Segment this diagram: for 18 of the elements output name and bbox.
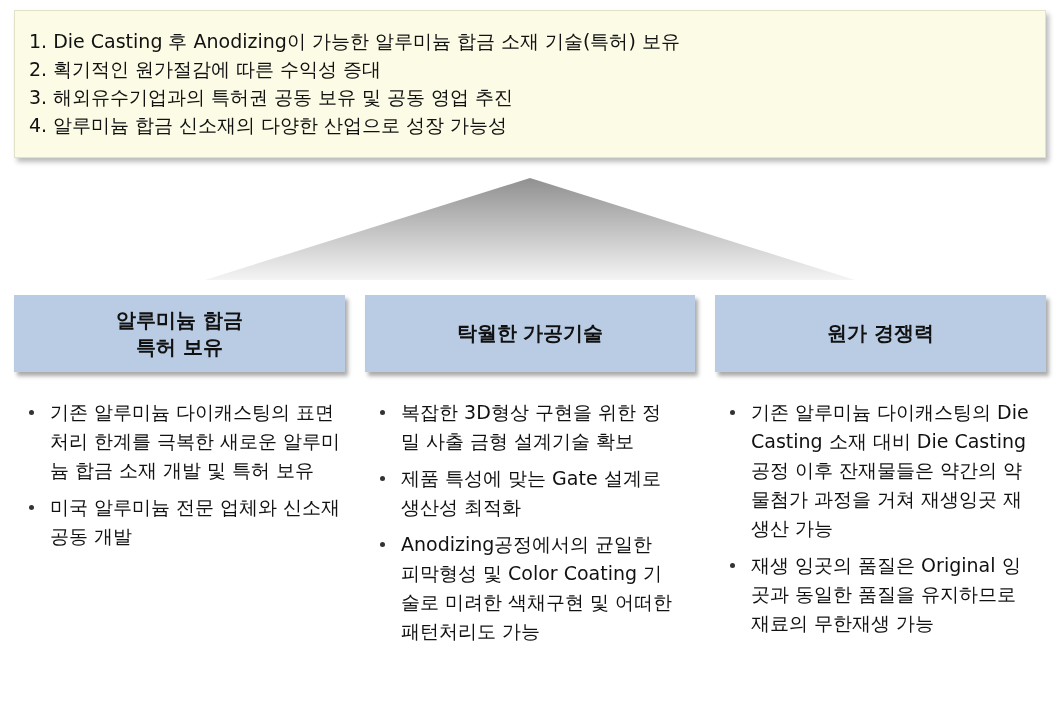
bullet-item: Anodizing공정에서의 균일한 피막형성 및 Color Coating 기술로 미려한 색채구현 및 어떠한 패턴처리도 가능 <box>375 530 675 646</box>
bullet-item: 재생 잉곳의 품질은 Original 잉곳과 동일한 품질을 유지하므로 재료의 무한재생 가능 <box>725 551 1035 638</box>
summary-line: 1. Die Casting 후 Anodizing이 가능한 알루미늄 합금 소재 기술(특허) 보유 <box>29 29 681 54</box>
bullet-item: 기존 알루미늄 다이캐스팅의 Die Casting 소재 대비 Die Casting 공정 이후 잔재물들은 약간의 약물첨가 과정을 거쳐 재생잉곳 재생산 가능 <box>725 398 1035 543</box>
category-header-box <box>715 295 1046 372</box>
bullet-item: 복잡한 3D형상 구현을 위한 정밀 사출 금형 설계기술 확보 <box>375 398 675 456</box>
header-title: 알루미늄 합금 특허 보유 <box>115 306 244 361</box>
summary-line: 3. 해외유수기업과의 특허권 공동 보유 및 공동 영업 추진 <box>29 85 515 110</box>
header-title: 원가 경쟁력 <box>826 320 935 347</box>
category-header-box <box>14 295 345 372</box>
summary-panel <box>14 10 1046 158</box>
bullet-item: 제품 특성에 맞는 Gate 설계로 생산성 최적화 <box>375 464 675 522</box>
header-title: 탁월한 가공기술 <box>455 320 605 347</box>
category-header-box <box>365 295 695 372</box>
summary-line: 4. 알루미늄 합금 신소재의 다양한 산업으로 성장 가능성 <box>29 113 509 138</box>
summary-line: 2. 획기적인 원가절감에 따른 수익성 증대 <box>29 57 383 82</box>
bullet-item: 기존 알루미늄 다이캐스팅의 표면처리 한계를 극복한 새로운 알루미늄 합금 소재 개발 및 특허 보유 <box>24 398 344 485</box>
bullet-item: 미국 알루미늄 전문 업체와 신소재 공동 개발 <box>24 493 344 551</box>
